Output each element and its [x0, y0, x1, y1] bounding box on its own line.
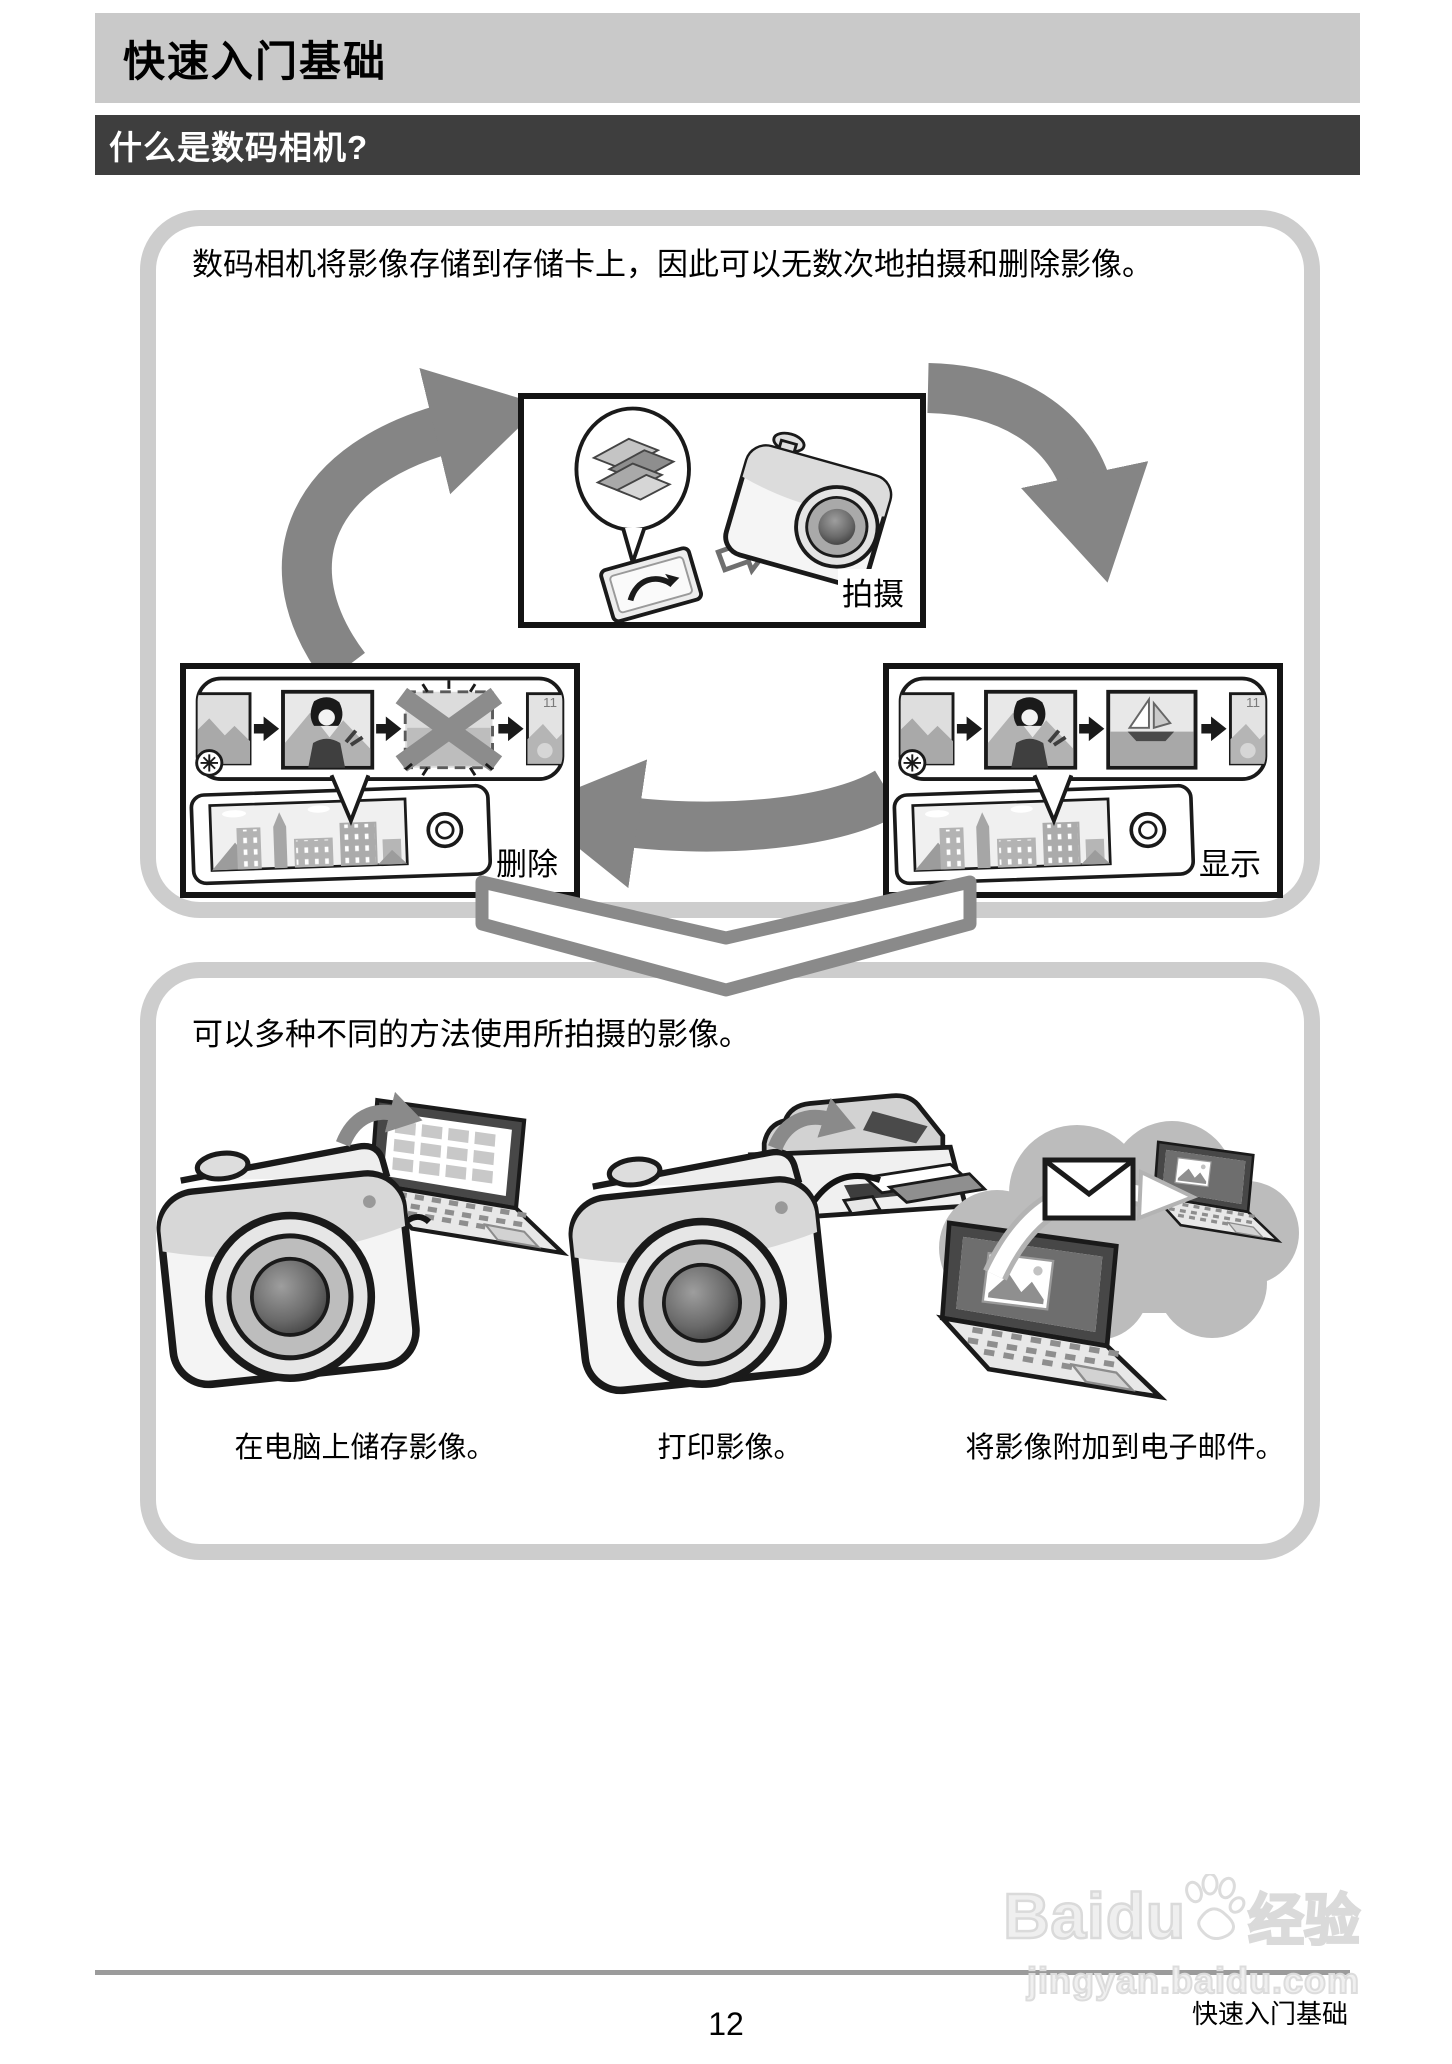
frame-badge: 11 [1246, 695, 1260, 710]
filmstrip-icon [895, 678, 1277, 779]
page-number: 12 [708, 2006, 744, 2042]
page-title: 快速入门基础 [123, 37, 388, 85]
deleted-frame-icon [401, 680, 496, 775]
down-arrow-icon [475, 875, 977, 997]
envelope-icon [1045, 1160, 1133, 1218]
page-title-band: 快速入门基础 [95, 13, 1360, 103]
shoot-step-label: 拍摄 [838, 569, 904, 614]
transfer-arrow-icon [768, 1097, 856, 1152]
sailboat-frame-icon [1106, 689, 1198, 770]
section-title-band: 什么是数码相机? [95, 115, 1360, 175]
memory-card-icon [599, 546, 704, 622]
cycle-intro-text: 数码相机将影像存储到存储卡上，因此可以无数次地拍摄和删除影像。 [192, 247, 1153, 282]
caption-print-images: 打印影像。 [657, 1432, 803, 1464]
camera-icon [723, 431, 893, 588]
photo-icon [1174, 1157, 1212, 1188]
camera-icon [565, 1141, 832, 1396]
paw-icon [1185, 1874, 1246, 1940]
filmstrip-icon [192, 678, 574, 779]
display-filmstrip-illustration: 11 [889, 669, 1277, 892]
photo-stack-icon [591, 437, 676, 501]
watermark-brand: Baidu [1002, 1879, 1186, 1954]
arrow-shoot-to-display [926, 363, 1149, 583]
display-step-label: 显示 [1195, 839, 1261, 884]
usage-intro-text: 可以多种不同的方法使用所拍摄的影像。 [192, 1017, 750, 1052]
watermark-brand-suffix: 经验 [1247, 1887, 1362, 1953]
frame-badge: 11 [543, 695, 557, 710]
shoot-step-box: 拍摄 [518, 393, 926, 628]
cycle-arrows [281, 363, 1149, 889]
footer-rule [95, 1970, 1350, 1975]
arrow-display-to-delete [528, 759, 901, 889]
camera-icon [153, 1135, 420, 1390]
delete-step-label: 删除 [492, 839, 558, 884]
transfer-arrow-icon [336, 1091, 423, 1148]
arrow-delete-to-shoot [281, 368, 543, 684]
footer-section-label: 快速入门基础 [1191, 1999, 1348, 2029]
delete-filmstrip-illustration: 11 [186, 669, 574, 892]
caption-email-images: 将影像附加到电子邮件。 [965, 1432, 1285, 1464]
delete-step-box: 11 删除 [180, 663, 580, 898]
display-step-box: 11 显示 [883, 663, 1283, 898]
caption-save-to-computer: 在电脑上储存影像。 [234, 1432, 496, 1464]
usage-illustrations [145, 1091, 1299, 1420]
memory-card-camera-illustration [574, 406, 893, 622]
section-title: 什么是数码相机? [109, 129, 369, 166]
watermark: Baidu 经验 jingyan.baidu.com [915, 1874, 1362, 2002]
